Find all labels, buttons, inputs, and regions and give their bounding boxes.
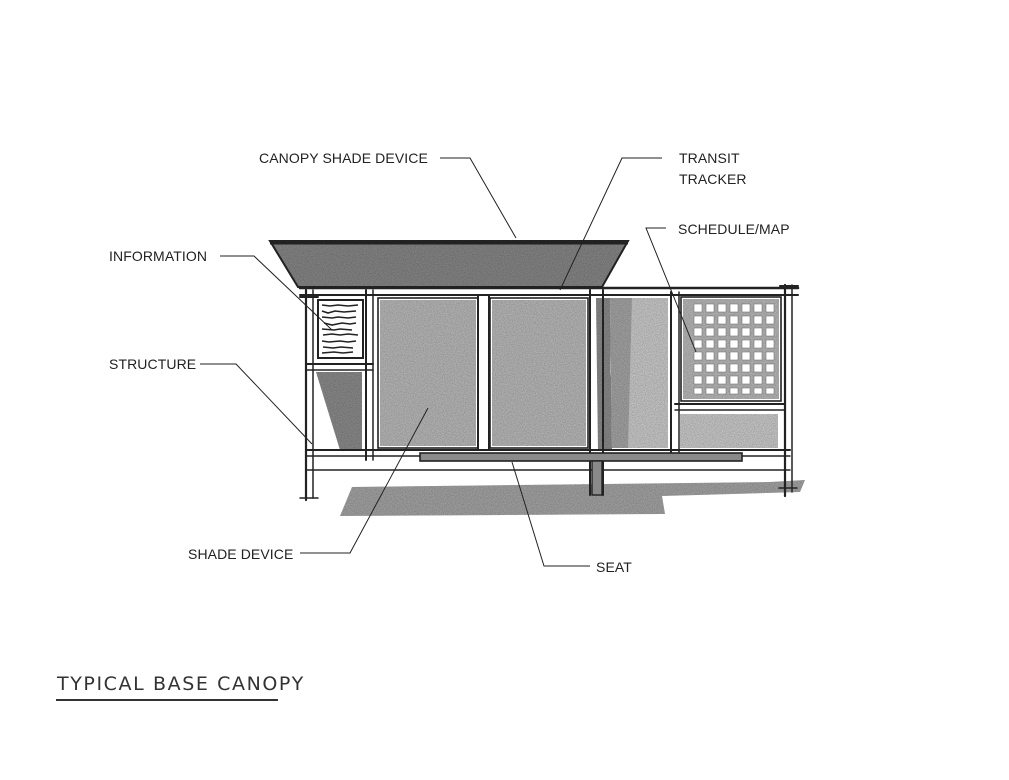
leader-structure [200, 363, 313, 445]
caption-underline [56, 699, 278, 701]
seat [419, 452, 743, 496]
schedule-map [683, 299, 779, 399]
label-transit-tracker-line1: TRANSIT [679, 150, 740, 166]
label-seat: SEAT [596, 559, 632, 575]
ground-shadow [340, 480, 805, 516]
leader-seat [511, 461, 590, 567]
structure-frame [298, 283, 800, 502]
label-shade-device: SHADE DEVICE [188, 546, 294, 562]
leader-lines [200, 157, 697, 567]
shade-device-panels [380, 298, 778, 448]
label-schedule-map: SCHEDULE/MAP [678, 221, 790, 237]
label-transit-tracker-line2: TRACKER [679, 171, 747, 187]
figure-caption: TYPICAL BASE CANOPY [57, 673, 305, 695]
leader-shade-device [300, 407, 429, 554]
information-display [317, 299, 364, 359]
leader-schedule-map [645, 227, 697, 353]
label-information: INFORMATION [109, 248, 208, 264]
canopy-shade-device [268, 240, 630, 288]
leader-transit-tracker [559, 157, 662, 291]
label-structure: STRUCTURE [109, 356, 197, 372]
label-canopy-shade-device: CANOPY SHADE DEVICE [259, 150, 428, 166]
leader-information [220, 255, 333, 331]
leader-canopy-shade-device [440, 157, 517, 239]
